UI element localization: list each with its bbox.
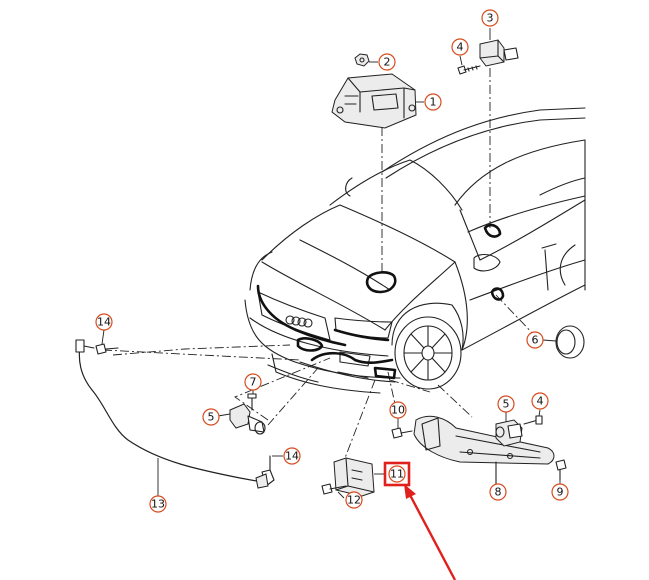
screw-12 (321, 483, 347, 495)
control-unit (331, 73, 417, 129)
svg-text:5: 5 (208, 411, 215, 424)
svg-text:5: 5 (503, 398, 510, 411)
svg-text:12: 12 (347, 494, 361, 507)
nut (354, 53, 370, 67)
callout-4-right: 4 (531, 392, 549, 410)
callout-10: 10 (389, 401, 407, 419)
cable-13 (75, 339, 263, 483)
bracket-11 (333, 457, 375, 497)
callout-7: 7 (244, 373, 262, 391)
front-wheel (394, 316, 462, 390)
callout-2: 2 (378, 53, 396, 71)
svg-text:13: 13 (151, 498, 165, 511)
callout-5-right: 5 (497, 395, 515, 413)
cap (555, 325, 585, 359)
svg-text:2: 2 (384, 56, 391, 69)
callout-14-top: 14 (95, 313, 113, 331)
svg-text:3: 3 (487, 12, 494, 25)
callout-11-highlighted: 11 (383, 461, 411, 487)
car-body (244, 107, 586, 394)
callout-9: 9 (551, 483, 569, 501)
screw-9 (555, 459, 567, 481)
callout-8: 8 (489, 483, 507, 501)
sensor-right (495, 419, 523, 447)
audi-rings-logo (285, 315, 313, 328)
svg-text:4: 4 (537, 395, 544, 408)
svg-text:8: 8 (495, 486, 502, 499)
svg-text:10: 10 (391, 404, 405, 417)
assembly-lines (102, 68, 538, 459)
highlight-box (383, 461, 411, 487)
callout-12: 12 (345, 491, 363, 509)
sensor-left (229, 403, 266, 435)
svg-text:4: 4 (457, 41, 464, 54)
callout-6: 6 (526, 331, 544, 349)
svg-text:1: 1 (430, 96, 437, 109)
callout-4-top: 4 (451, 38, 469, 56)
svg-text:7: 7 (250, 376, 257, 389)
callout-1: 1 (424, 93, 442, 111)
bolt-14-top (95, 343, 119, 355)
svg-text:6: 6 (532, 334, 539, 347)
callout-13: 13 (149, 495, 167, 513)
screw-7 (247, 393, 257, 411)
svg-text:14: 14 (97, 316, 111, 329)
highlight-arrow (404, 484, 457, 580)
svg-text:9: 9 (557, 486, 564, 499)
callout-3: 3 (481, 9, 499, 27)
screw-top (457, 65, 481, 75)
svg-text:11: 11 (390, 468, 404, 481)
sensor-top (479, 39, 519, 67)
screw-10 (391, 427, 413, 439)
callout-14-lower: 14 (283, 447, 301, 465)
sensor-14-lower (255, 455, 275, 489)
bracket-8 (413, 415, 555, 485)
callout-5-left: 5 (202, 408, 220, 426)
screw-4-right (523, 415, 543, 425)
svg-text:14: 14 (285, 450, 299, 463)
